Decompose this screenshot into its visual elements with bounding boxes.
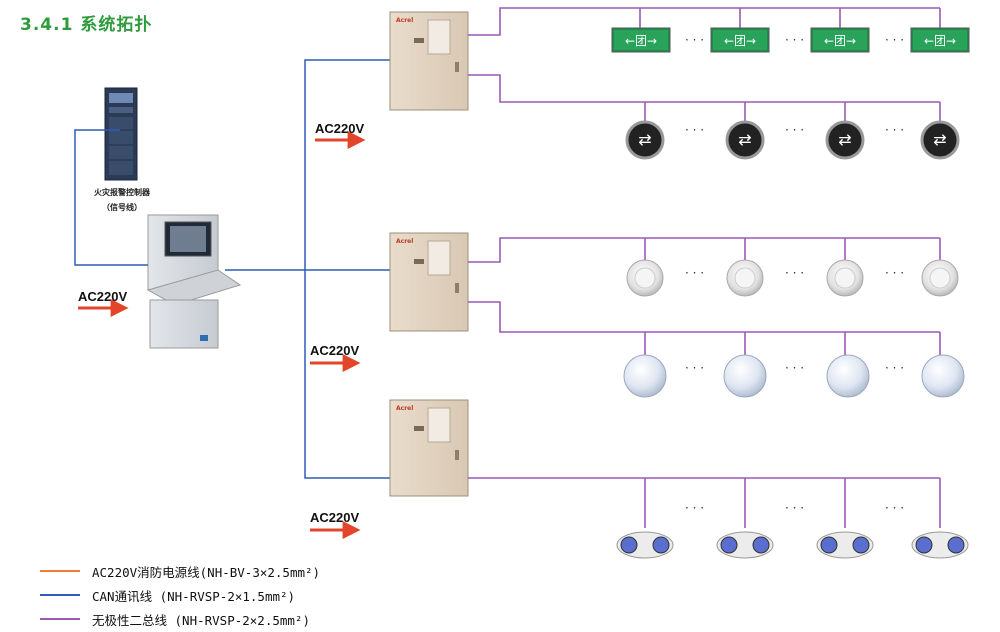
legend-swatch: [40, 594, 80, 596]
ellipsis: · · ·: [885, 361, 904, 375]
downlight-icon: [626, 259, 664, 297]
emergency-light-row: [616, 531, 969, 559]
ellipsis: · · ·: [685, 33, 704, 47]
globe-lamp-icon: [623, 354, 667, 398]
globe-lamp-icon: [723, 354, 767, 398]
direction-indicator-icon: ⇄: [625, 120, 665, 160]
ellipsis: · · ·: [885, 501, 904, 515]
emergency-light-icon: [716, 531, 774, 559]
distribution-cabinet-2: Acrel: [389, 232, 469, 332]
downlight-icon: [921, 259, 959, 297]
ellipsis-group: · · · · · · · · · · · · · · · · · · · · …: [685, 33, 904, 515]
downlight-icon: [826, 259, 864, 297]
bus-line-direction: [468, 74, 940, 103]
legend-item-bus: 无极性二总线 (NH-RVSP-2×2.5mm²): [40, 608, 600, 632]
ellipsis: · · ·: [685, 501, 704, 515]
exit-sign-icon: ←团→: [710, 27, 770, 53]
can-line-controller: [74, 129, 148, 266]
ellipsis: · · ·: [785, 361, 804, 375]
distribution-cabinet-1: Acrel: [389, 11, 469, 111]
ellipsis: · · ·: [785, 266, 804, 280]
legend: AC220V消防电源线(NH-BV-3×2.5mm²) CAN通讯线 (NH-R…: [40, 560, 600, 632]
can-lines: [74, 59, 390, 479]
globe-lamp-row: [623, 354, 965, 398]
svg-text:←团→: ←团→: [724, 34, 756, 48]
ellipsis: · · ·: [885, 33, 904, 47]
bus-line-exit-signs: [468, 7, 940, 36]
direction-indicator-icon: ⇄: [920, 120, 960, 160]
exit-sign-icon: ←团→: [810, 27, 870, 53]
ac-label: AC220V: [310, 510, 360, 525]
ellipsis: · · ·: [785, 33, 804, 47]
power-arrows: [78, 131, 366, 539]
ac-label: AC220V: [78, 289, 128, 304]
globe-lamp-icon: [826, 354, 870, 398]
emergency-light-icon: [816, 531, 874, 559]
controller-label: 火灾报警控制器: [94, 188, 150, 197]
legend-swatch: [40, 618, 80, 620]
globe-lamp-icon: [921, 354, 965, 398]
emergency-light-icon: [911, 531, 969, 559]
can-line-upper: [304, 59, 390, 270]
ellipsis: · · ·: [685, 123, 704, 137]
bus-line-downlights: [468, 237, 940, 263]
svg-text:⇄: ⇄: [738, 130, 751, 149]
controller-sublabel: （信号线）: [102, 203, 142, 212]
direction-indicator-icon: ⇄: [825, 120, 865, 160]
legend-label: AC220V消防电源线(NH-BV-3×2.5mm²): [92, 565, 321, 580]
ellipsis: · · ·: [685, 361, 704, 375]
direction-indicator-icon: ⇄: [725, 120, 765, 160]
legend-item-can: CAN通讯线 (NH-RVSP-2×1.5mm²): [40, 584, 600, 608]
svg-text:←团→: ←团→: [924, 34, 956, 48]
svg-text:⇄: ⇄: [933, 130, 946, 149]
svg-text:⇄: ⇄: [638, 130, 651, 149]
bus-line-globes: [468, 301, 940, 333]
legend-label: 无极性二总线 (NH-RVSP-2×2.5mm²): [92, 613, 310, 628]
bus-lines: [468, 7, 941, 528]
cabinet-brand-3: Acrel: [396, 405, 413, 412]
cabinet-brand-2: Acrel: [396, 238, 413, 245]
can-line-lower: [304, 270, 390, 479]
cabinet-brand-1: Acrel: [396, 17, 413, 24]
downlight-row: [626, 259, 959, 297]
exit-sign-icon: ←团→: [910, 27, 970, 53]
distribution-cabinet-3: Acrel: [389, 399, 469, 497]
svg-text:←团→: ←团→: [824, 34, 856, 48]
ellipsis: · · ·: [885, 123, 904, 137]
ellipsis: · · ·: [685, 266, 704, 280]
emergency-light-icon: [616, 531, 674, 559]
direction-indicator-row: ⇄ ⇄ ⇄ ⇄: [625, 120, 960, 160]
downlight-icon: [726, 259, 764, 297]
ac-label: AC220V: [315, 121, 365, 136]
ellipsis: · · ·: [785, 501, 804, 515]
exit-sign-icon: ←团→: [611, 27, 671, 53]
legend-label: CAN通讯线 (NH-RVSP-2×1.5mm²): [92, 589, 296, 604]
legend-swatch: [40, 570, 80, 572]
ellipsis: · · ·: [785, 123, 804, 137]
page-title: 3.4.1 系统拓扑: [20, 15, 153, 35]
ellipsis: · · ·: [885, 266, 904, 280]
monitoring-console-icon: [146, 214, 242, 349]
ac-label: AC220V: [310, 343, 360, 358]
legend-item-power: AC220V消防电源线(NH-BV-3×2.5mm²): [40, 560, 600, 584]
exit-sign-row: ←团→ ←团→ ←团→ ←团→: [611, 27, 970, 53]
svg-text:⇄: ⇄: [838, 130, 851, 149]
fire-alarm-controller-icon: [104, 87, 138, 181]
svg-text:←团→: ←团→: [625, 34, 657, 48]
